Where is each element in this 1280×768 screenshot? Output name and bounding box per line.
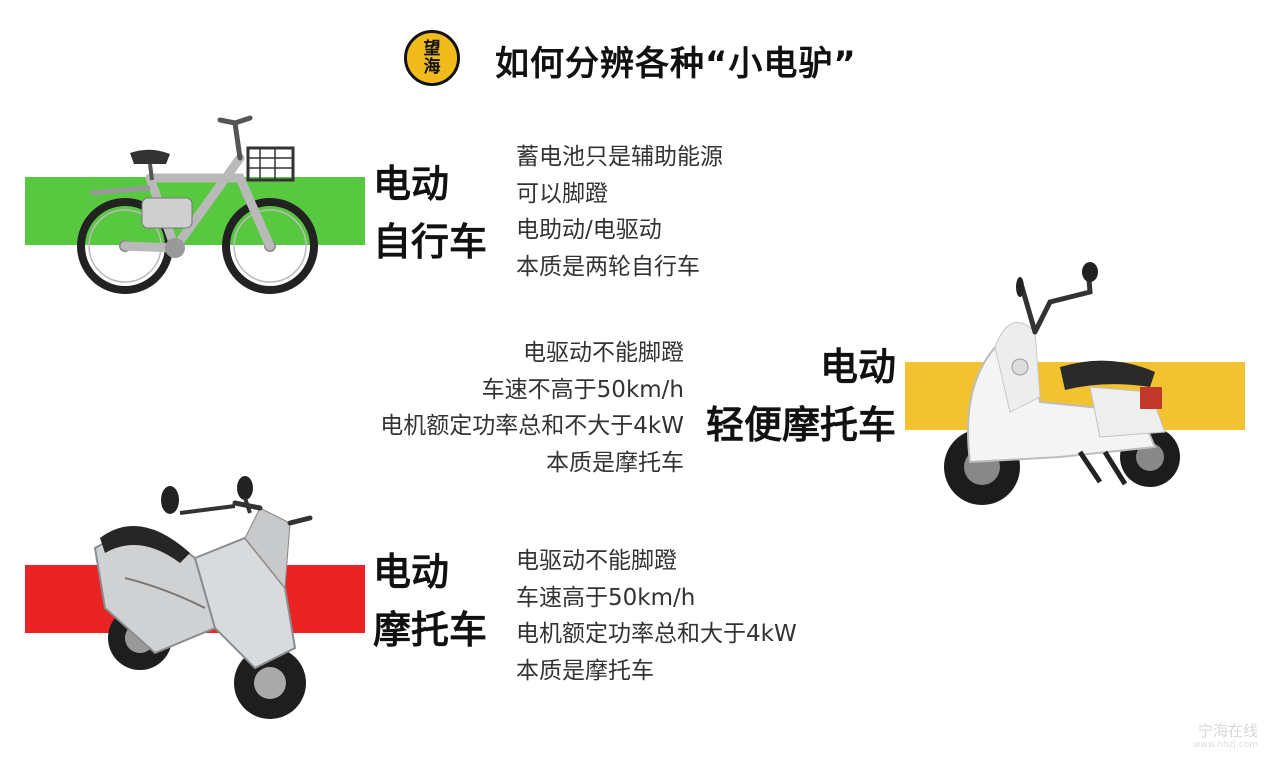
detail-item: 电机额定功率总和不大于4kW bbox=[380, 413, 684, 439]
title-line: 电动 bbox=[819, 344, 896, 389]
detail-item: 车速高于50km/h bbox=[516, 584, 696, 611]
detail-item: 电驱动不能脚蹬 bbox=[516, 548, 677, 574]
detail-item: 本质是两轮自行车 bbox=[516, 253, 700, 280]
electric-bicycle-icon bbox=[77, 115, 318, 294]
watermark-url: www.nhzj.com bbox=[1193, 740, 1258, 750]
electric-motorcycle-title: 电动 摩托车 bbox=[373, 543, 487, 659]
detail-item: 蓄电池只是辅助能源 bbox=[516, 144, 723, 170]
electric-motorcycle-icon bbox=[93, 476, 313, 719]
detail-item: 电助动/电驱动 bbox=[516, 217, 662, 243]
detail-item: 电驱动不能脚蹬 bbox=[523, 340, 684, 366]
light-scooter-title: 电动 轻便摩托车 bbox=[706, 338, 896, 454]
electric-bicycle-details: 蓄电池只是辅助能源 可以脚蹬 电助动/电驱动 本质是两轮自行车 bbox=[516, 139, 723, 285]
title-line: 摩托车 bbox=[373, 607, 488, 652]
logo-char-2: 海 bbox=[423, 57, 441, 77]
detail-item: 本质是摩托车 bbox=[516, 657, 654, 684]
title-line: 电动 bbox=[373, 161, 450, 206]
title-line: 轻便摩托车 bbox=[705, 402, 896, 447]
title-line: 电动 bbox=[373, 549, 450, 594]
detail-item: 本质是摩托车 bbox=[546, 449, 684, 476]
light-scooter-details: 电驱动不能脚蹬 车速不高于50km/h 电机额定功率总和不大于4kW 本质是摩托… bbox=[380, 335, 684, 481]
watermark: 宁海在线 www.nhzj.com bbox=[1193, 724, 1258, 752]
light-electric-scooter-icon bbox=[944, 262, 1180, 505]
electric-motorcycle-details: 电驱动不能脚蹬 车速高于50km/h 电机额定功率总和大于4kW 本质是摩托车 bbox=[516, 543, 797, 689]
title-line: 自行车 bbox=[373, 219, 488, 264]
detail-item: 车速不高于50km/h bbox=[481, 376, 684, 403]
logo-char-1: 望 bbox=[423, 39, 441, 59]
page-title: 如何分辨各种“小电驴” bbox=[495, 44, 857, 84]
logo-badge: 望 海 bbox=[404, 30, 460, 86]
watermark-text: 宁海在线 bbox=[1197, 722, 1258, 740]
detail-item: 电机额定功率总和大于4kW bbox=[516, 621, 797, 647]
electric-bicycle-title: 电动 自行车 bbox=[373, 155, 487, 271]
detail-item: 可以脚蹬 bbox=[516, 180, 608, 207]
